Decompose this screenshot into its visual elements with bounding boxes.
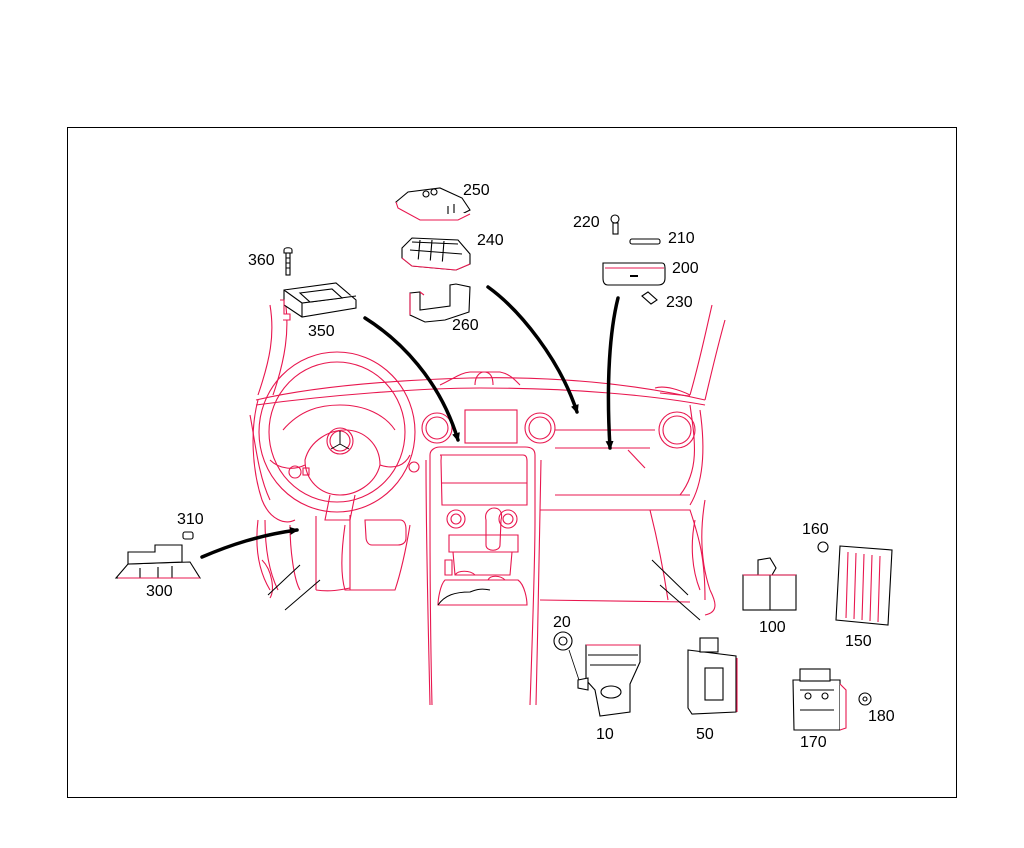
label-part-160: 160 [802, 521, 829, 538]
part-240-drawing [401, 237, 471, 271]
part-50-drawing [687, 637, 738, 715]
arrow-350 [363, 316, 460, 442]
arrow-200 [605, 296, 620, 450]
label-part-310: 310 [177, 511, 204, 528]
label-part-300: 300 [146, 583, 173, 600]
label-part-360: 360 [248, 252, 275, 269]
label-part-230: 230 [666, 294, 693, 311]
label-part-250: 250 [463, 182, 490, 199]
label-part-150: 150 [845, 633, 872, 650]
part-150-drawing [835, 545, 893, 626]
label-part-50: 50 [696, 726, 714, 743]
part-10-drawing [577, 644, 641, 717]
part-310-drawing [182, 531, 194, 540]
part-260-drawing [409, 283, 471, 323]
part-360-drawing [283, 247, 293, 276]
label-part-260: 260 [452, 317, 479, 334]
callout-arrows [200, 285, 620, 559]
label-part-350: 350 [308, 323, 335, 340]
arrow-240 [486, 285, 579, 414]
label-part-100: 100 [759, 619, 786, 636]
arrow-300 [200, 526, 299, 559]
part-170-drawing [792, 668, 847, 731]
label-part-240: 240 [477, 232, 504, 249]
diagram-frame [67, 127, 957, 798]
part-200-drawing [602, 262, 666, 286]
part-350-drawing [280, 282, 357, 321]
dashboard-ink-lines [267, 559, 701, 621]
part-220-drawing [610, 214, 620, 235]
label-part-170: 170 [800, 734, 827, 751]
part-230-drawing [641, 291, 658, 305]
label-part-220: 220 [573, 214, 600, 231]
part-drawings [114, 187, 893, 731]
part-180-drawing [858, 692, 872, 706]
part-100-drawing [742, 557, 797, 611]
label-part-20: 20 [553, 614, 571, 631]
part-210-drawing [629, 238, 661, 245]
label-part-200: 200 [672, 260, 699, 277]
label-part-10: 10 [596, 726, 614, 743]
part-160-drawing [817, 541, 829, 553]
part-250-drawing [395, 187, 471, 221]
part-300-drawing [114, 544, 201, 579]
part-20-drawing [553, 631, 580, 681]
label-part-180: 180 [868, 708, 895, 725]
label-part-210: 210 [668, 230, 695, 247]
dashboard-drawing [249, 299, 726, 706]
